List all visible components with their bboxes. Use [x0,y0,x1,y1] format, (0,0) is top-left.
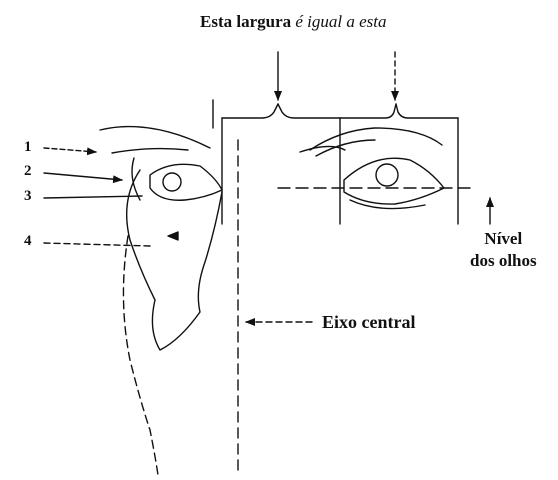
eye-level-label-line-1: Nível [484,229,523,248]
callout-1-label: 1 [24,139,32,155]
callout-4-label: 4 [24,233,32,249]
diagram-title: Esta largura é igual a esta [200,12,387,32]
callout-4-line [43,242,151,247]
width-bracket-left [221,103,341,225]
callout-2-line [43,172,123,184]
eye-level-label: Nível dos olhos [470,228,537,272]
title-part-1: Esta largura [200,12,296,31]
callout-1-line [43,147,97,156]
callout-3-line [43,195,143,199]
callout-2-label: 2 [24,163,32,179]
central-axis-label: Eixo central [322,312,416,332]
callout-3-label: 3 [24,188,32,204]
profile-face [99,125,223,476]
width-bracket-right [339,103,459,225]
eye-level-label-line-2: dos olhos [470,251,537,270]
front-face [299,127,445,210]
title-part-2: é igual a esta [295,12,387,31]
